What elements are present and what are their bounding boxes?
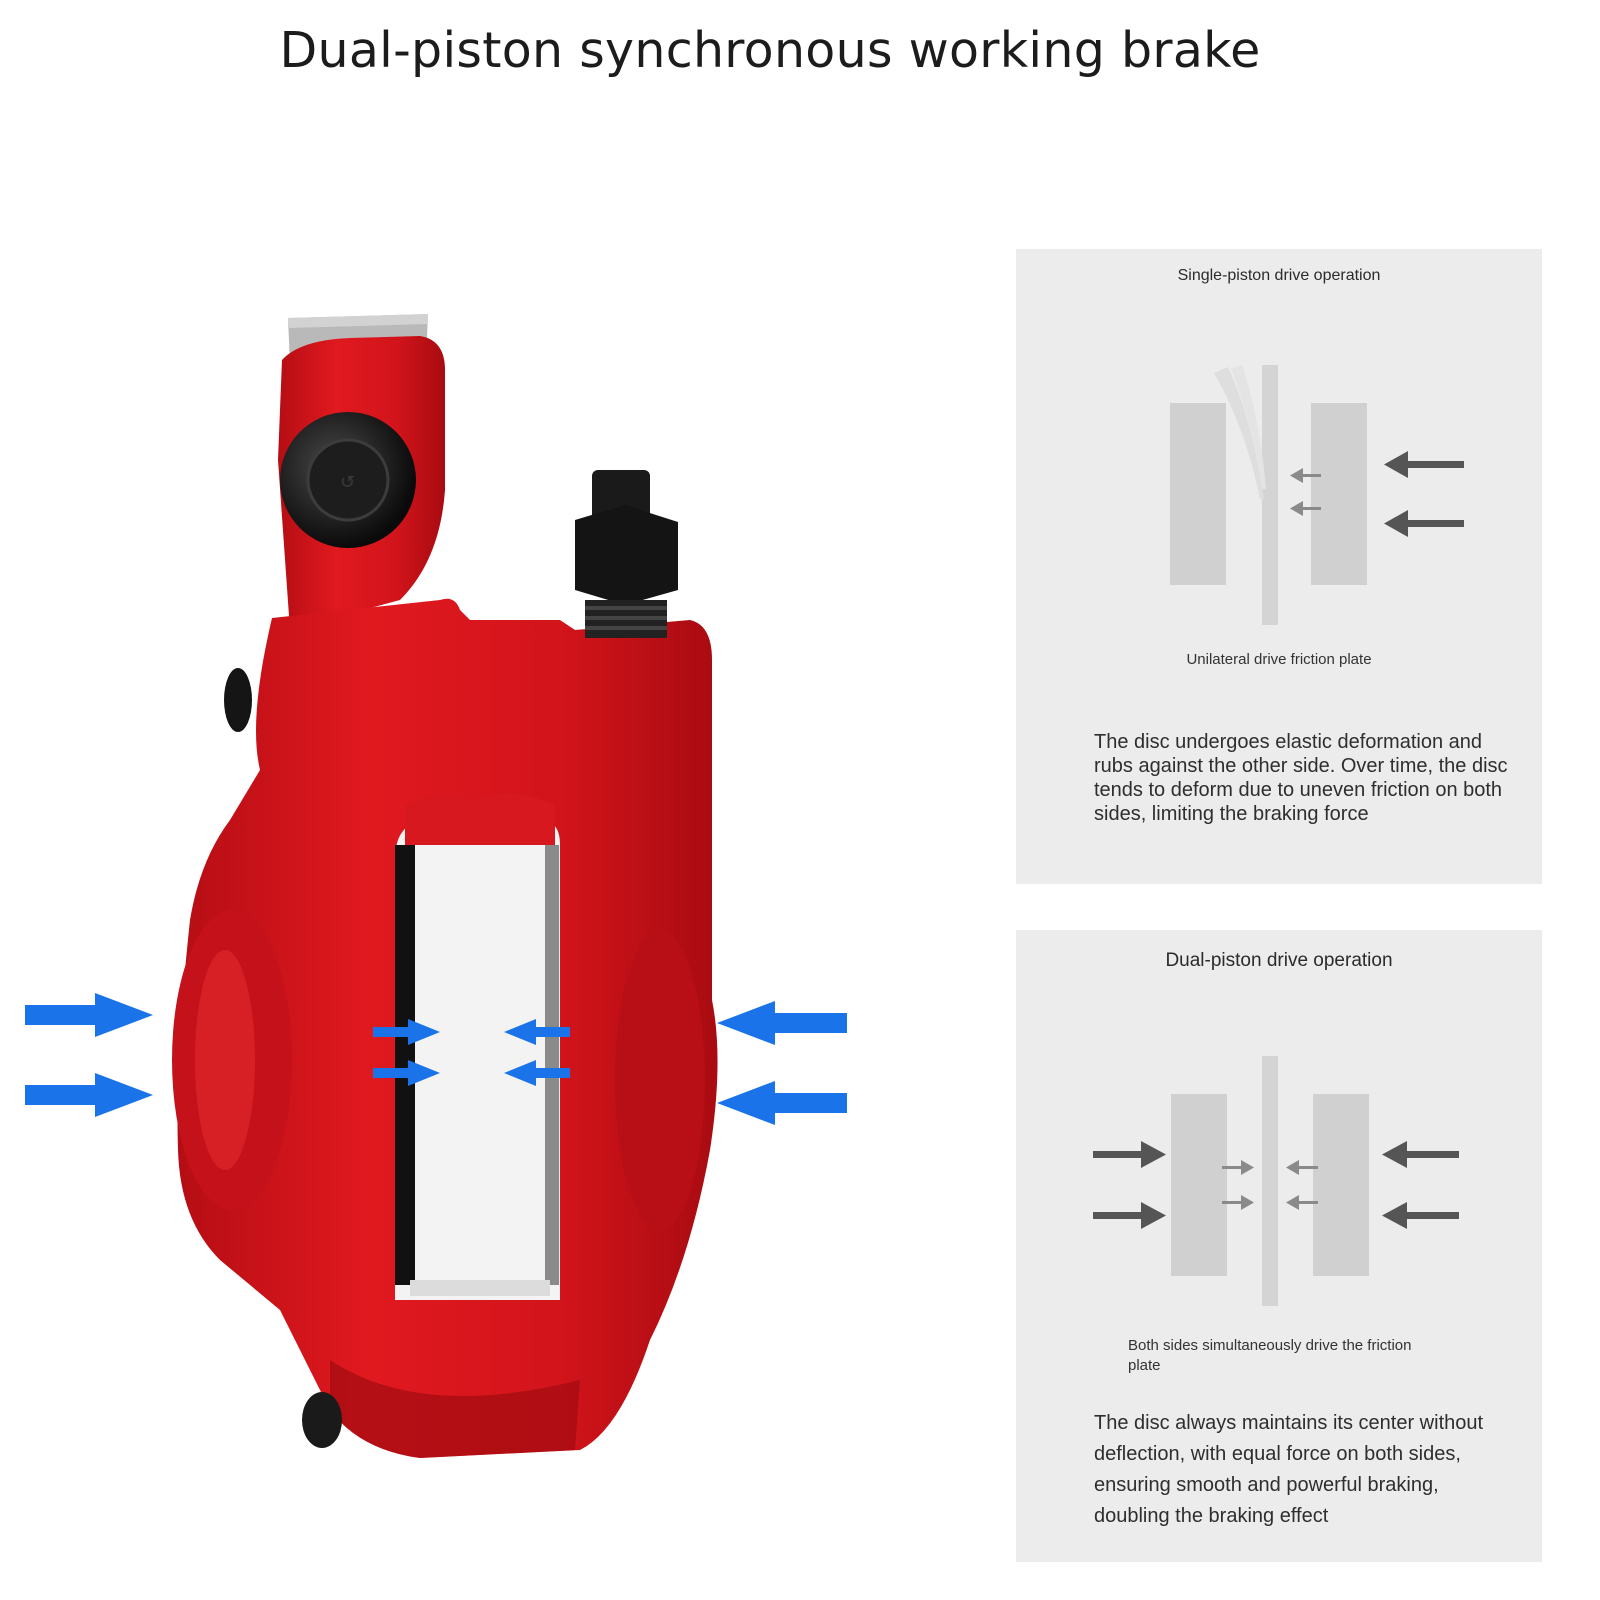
big-arrows-left	[1382, 1141, 1459, 1229]
left-pad	[1171, 1094, 1227, 1276]
right-pad	[1311, 403, 1367, 585]
rotor-slot	[395, 793, 560, 1300]
right-pad	[1313, 1094, 1369, 1276]
arrow-inner-left-2	[373, 1060, 440, 1086]
dual-piston-description: The disc always maintains its center wit…	[1094, 1412, 1484, 1527]
arrow-outer-left-2	[25, 1073, 153, 1117]
single-piston-description: The disc undergoes elastic deformation a…	[1094, 731, 1508, 825]
arrow-inner-right-2	[504, 1060, 570, 1086]
deformed-disc-ghost	[1214, 367, 1264, 499]
single-piston-caption: Unilateral drive friction plate	[1186, 651, 1372, 668]
disc	[1262, 365, 1278, 625]
arrow-outer-right-1	[717, 1001, 847, 1045]
force-arrows	[25, 993, 847, 1125]
big-arrows-left	[1384, 451, 1464, 537]
single-piston-panel: Single-piston drive operation Unilateral…	[1016, 249, 1542, 884]
dual-piston-caption: Both sides simultaneously drive the fric…	[1128, 1337, 1412, 1374]
dual-piston-diagram	[1093, 1056, 1459, 1306]
arrow-outer-left-1	[25, 993, 153, 1037]
pivot-bolt: ↺	[280, 412, 416, 548]
disc	[1262, 1056, 1278, 1306]
big-arrows-right	[1093, 1141, 1166, 1229]
brake-caliper-illustration: ↺	[25, 314, 847, 1458]
arrow-outer-right-2	[717, 1081, 847, 1125]
dual-piston-heading: Dual-piston drive operation	[1165, 950, 1393, 971]
arrow-inner-left-1	[373, 1019, 440, 1045]
page-title: Dual-piston synchronous working brake	[279, 22, 1261, 79]
single-piston-heading: Single-piston drive operation	[1177, 267, 1381, 284]
dual-piston-panel: Dual-piston drive operation	[1016, 930, 1542, 1562]
arrow-inner-right-1	[504, 1019, 570, 1045]
small-arrows	[1222, 1160, 1318, 1210]
bleeder-nut	[575, 470, 678, 638]
left-pad	[1170, 403, 1226, 585]
single-piston-diagram	[1170, 365, 1464, 625]
small-arrows-left	[1290, 468, 1321, 516]
svg-text:↺: ↺	[340, 472, 355, 493]
